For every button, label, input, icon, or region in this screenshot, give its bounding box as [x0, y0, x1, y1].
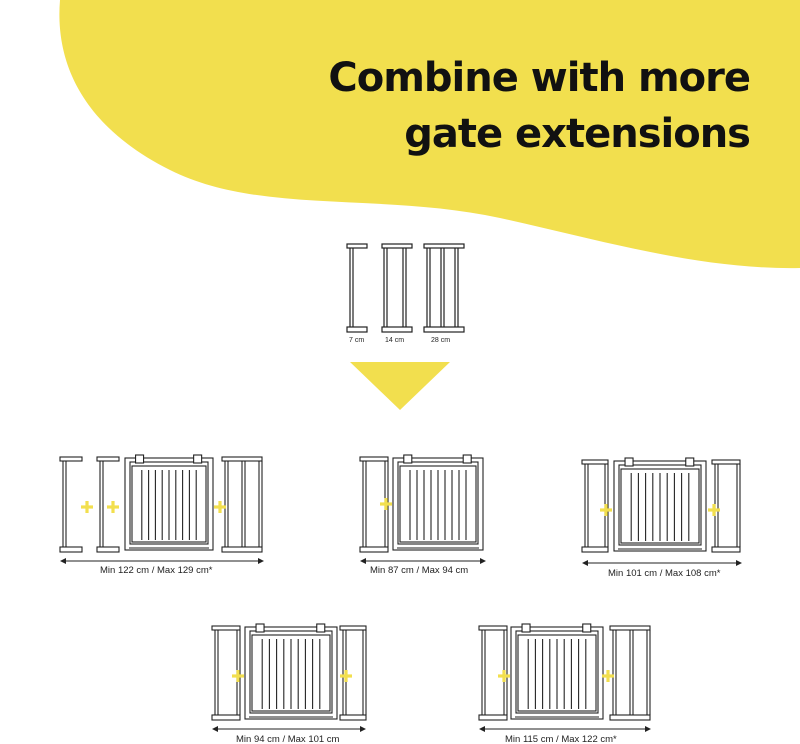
combination-1: [59, 454, 264, 564]
combination-2-label: Min 87 cm / Max 94 cm: [370, 565, 468, 576]
extension-7cm-label: 7 cm: [349, 337, 364, 344]
extension-piece: [339, 625, 367, 721]
extension-piece: [478, 625, 508, 721]
plus-icon: [214, 501, 226, 513]
dimension-arrow: [60, 558, 264, 564]
extension-piece: [96, 456, 120, 553]
arrow-down-icon: [350, 362, 450, 410]
combination-4-label: Min 94 cm / Max 101 cm: [236, 734, 340, 744]
plus-icon: [107, 501, 119, 513]
gate: [124, 454, 214, 551]
extension-piece: [711, 459, 741, 553]
plus-icon: [602, 670, 614, 682]
plus-icon: [498, 670, 510, 682]
extension-14cm-label: 14 cm: [385, 337, 404, 344]
extension-piece: [211, 625, 241, 721]
plus-icon: [380, 498, 392, 510]
headline: Combine with more gate extensions: [328, 50, 751, 162]
gate: [613, 457, 707, 552]
extension-7cm: 7 cm: [346, 243, 368, 344]
headline-line-1: Combine with more: [328, 55, 751, 101]
combination-5-label: Min 115 cm / Max 122 cm*: [505, 734, 617, 744]
dimension-arrow: [212, 726, 366, 732]
combination-4: [211, 623, 367, 732]
gate: [392, 454, 484, 551]
plus-icon: [81, 501, 93, 513]
gate: [244, 623, 338, 720]
combination-3: [581, 457, 742, 566]
combination-1-label: Min 122 cm / Max 129 cm*: [100, 565, 213, 576]
headline-line-2: gate extensions: [404, 111, 751, 157]
extension-28cm-label: 28 cm: [431, 337, 450, 344]
plus-icon: [340, 670, 352, 682]
combination-5: [478, 623, 651, 732]
plus-icon: [232, 670, 244, 682]
extension-piece: [581, 459, 609, 553]
combination-2: [359, 454, 486, 564]
extension-14cm: 14 cm: [381, 243, 413, 344]
dimension-arrow: [479, 726, 651, 732]
combination-3-label: Min 101 cm / Max 108 cm*: [608, 568, 721, 579]
extension-28cm: 28 cm: [423, 243, 465, 344]
dimension-arrow: [360, 558, 486, 564]
extension-piece: [221, 456, 263, 553]
extension-piece: [609, 625, 651, 721]
plus-icon: [600, 504, 612, 516]
dimension-arrow: [582, 560, 742, 566]
extension-piece: [59, 456, 83, 553]
gate: [510, 623, 604, 720]
